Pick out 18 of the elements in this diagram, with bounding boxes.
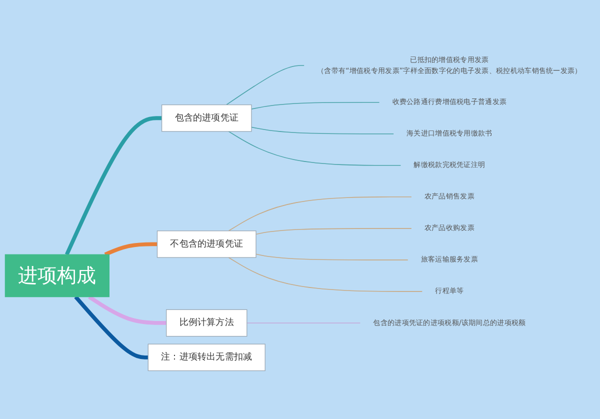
connector [64,116,162,256]
connector [228,257,423,292]
connector [256,254,408,260]
node-box: 注：进项转出无需扣减 [148,344,266,372]
connector [228,131,402,166]
connector [251,102,380,110]
connector [88,295,166,325]
connector [228,196,412,232]
node-box: 不包含的进项凭证 [156,230,256,258]
connector [251,126,394,134]
connector [256,228,412,235]
node-box: 比例计算方法 [166,309,248,337]
connector [226,65,304,106]
node-box: 进项构成 [4,254,110,298]
connector [246,322,361,324]
connector [104,242,158,256]
node-box: 包含的进项凭证 [161,104,252,132]
connector [74,296,148,360]
